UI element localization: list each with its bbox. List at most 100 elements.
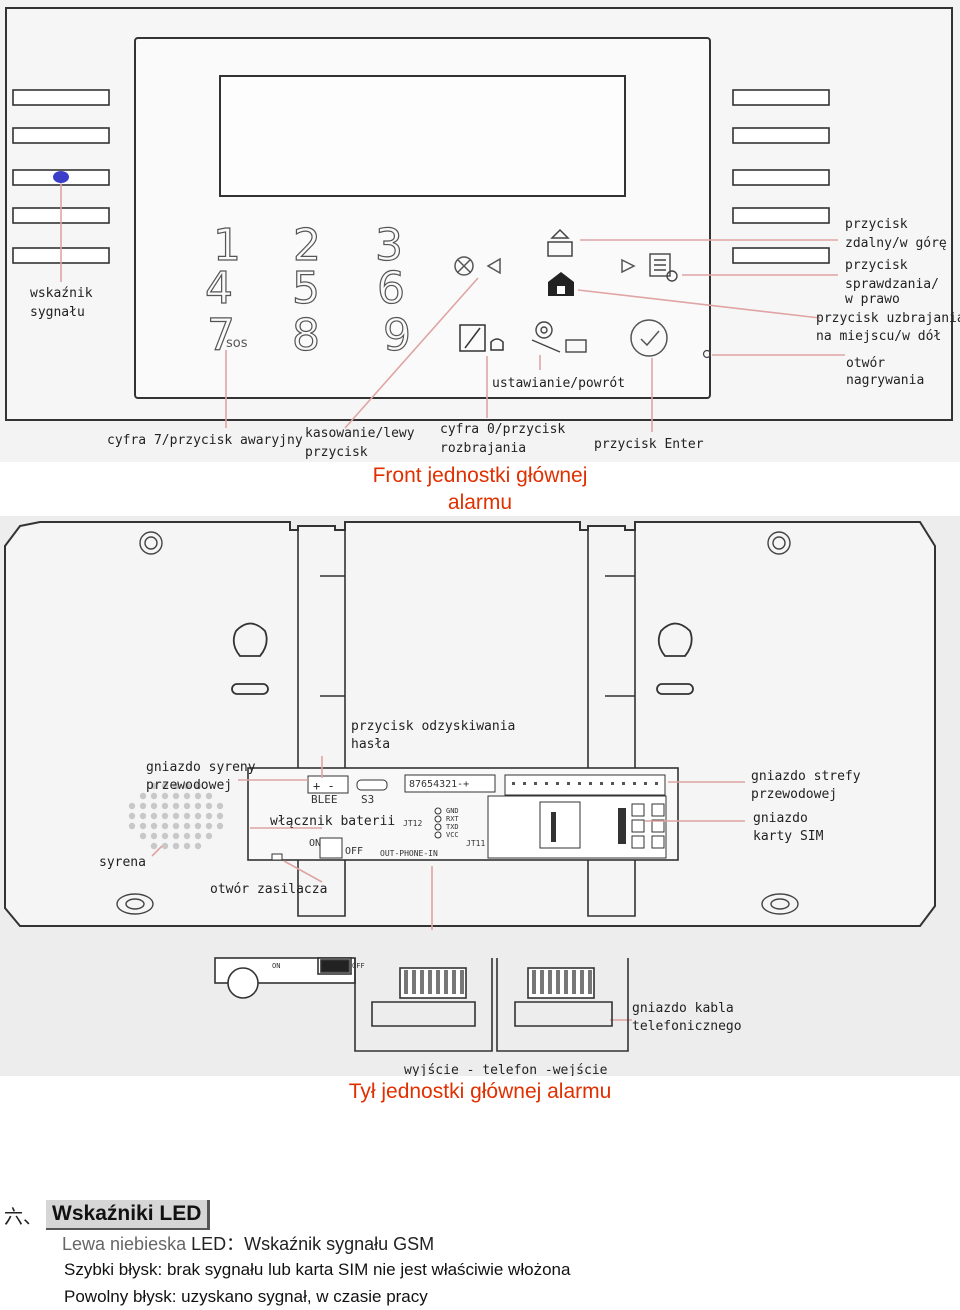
board-code: 87654321-+ [409, 779, 469, 790]
siren-hole [216, 812, 224, 820]
label-phone-cable-1: gniazdo kabla [632, 1001, 734, 1016]
siren-grill [128, 782, 224, 850]
key-9[interactable]: 9 [382, 309, 411, 361]
led-indicators-section: 六、 Wskaźniki LED Lewa niebieska LED：Wska… [4, 1198, 954, 1310]
siren-hole [183, 812, 191, 820]
siren-hole [139, 832, 147, 840]
settings-gear-icon[interactable] [531, 321, 587, 353]
siren-hole [194, 792, 202, 800]
front-panel-svg: 1 2 3 4 5 6 7 8 9 sos [5, 7, 960, 460]
front-caption-line-2: alarmu [447, 491, 513, 514]
label-power-hole: otwór zasilacza [210, 882, 327, 897]
led-description-line: Lewa niebieska LED：Wskaźnik sygnału GSM [62, 1232, 954, 1256]
siren-hole [183, 822, 191, 830]
label-enter-button: przycisk Enter [594, 437, 704, 452]
zone-terminal-block [504, 774, 666, 796]
zone-pin [556, 782, 559, 785]
stay-arm-house-icon[interactable] [548, 272, 574, 296]
key-8[interactable]: 8 [291, 309, 320, 361]
siren-hole [172, 842, 180, 850]
siren-hole [194, 822, 202, 830]
siren-hole [150, 842, 158, 850]
enter-check-icon[interactable] [630, 319, 668, 357]
siren-hole [194, 802, 202, 810]
key-5[interactable]: 5 [291, 262, 320, 314]
zone-pin [512, 782, 515, 785]
section-number: 六、 [4, 1205, 43, 1228]
power-hole [271, 853, 283, 861]
siren-hole [172, 812, 180, 820]
zone-pin [622, 782, 625, 785]
siren-hole [161, 812, 169, 820]
siren-hole [128, 802, 136, 810]
jack-pin [412, 970, 416, 994]
label-record-hole-2: nagrywania [846, 373, 924, 388]
key-4[interactable]: 4 [204, 262, 233, 314]
jack-pin [548, 970, 552, 994]
siren-hole [139, 802, 147, 810]
label-remote-up-1: przycisk [845, 217, 908, 232]
key-6[interactable]: 6 [376, 262, 405, 314]
zone-pin [523, 782, 526, 785]
jack-pin [556, 970, 560, 994]
label-wired-siren-2: przewodowej [146, 778, 232, 793]
right-slots [732, 89, 830, 264]
siren-hole [161, 782, 169, 790]
jack-pin [404, 970, 408, 994]
front-caption-line-1: Front jednostki głównej [372, 464, 588, 487]
siren-hole [150, 812, 158, 820]
siren-hole [161, 832, 169, 840]
siren-hole [150, 802, 158, 810]
siren-hole [150, 832, 158, 840]
label-sim-socket-2: karty SIM [753, 829, 824, 844]
zone-pin [578, 782, 581, 785]
pin-vcc: VCC [446, 831, 459, 839]
jack-pin [580, 970, 584, 994]
fast-blink-text: Szybki błysk: brak sygnału lub karta SIM… [64, 1260, 571, 1279]
siren-hole [194, 842, 202, 850]
pin-txd: TXD [446, 823, 459, 831]
label-siren: syrena [99, 855, 146, 870]
siren-hole [150, 782, 158, 790]
jack-pin [572, 970, 576, 994]
label-stay-arm-down-2: na miejscu/w dół [816, 329, 941, 344]
siren-hole [161, 792, 169, 800]
up-arrow-icon[interactable] [547, 228, 573, 257]
jack-pin [532, 970, 536, 994]
siren-hole [205, 802, 213, 810]
disarm-icon[interactable] [459, 324, 504, 352]
delete-icon[interactable] [454, 256, 501, 276]
label-digit7-sos: cyfra 7/przycisk awaryjny [107, 433, 303, 448]
label-digit0-disarm-2: rozbrajania [440, 441, 526, 456]
zone-pin [644, 782, 647, 785]
label-record-hole-1: otwór [846, 356, 885, 371]
board-out-phone-in: OUT-PHONE-IN [380, 849, 438, 858]
siren-hole [183, 832, 191, 840]
siren-hole [205, 822, 213, 830]
label-check-right-2: sprawdzania/ [845, 277, 939, 292]
siren-hole [128, 812, 136, 820]
siren-hole [194, 832, 202, 840]
key-2[interactable]: 2 [292, 219, 321, 271]
key-3[interactable]: 3 [374, 219, 403, 271]
jack-pin [452, 970, 456, 994]
siren-hole [161, 842, 169, 850]
key-7[interactable]: 7 [206, 309, 235, 361]
key-sos-label: sos [226, 336, 248, 351]
key-1[interactable]: 1 [212, 219, 241, 271]
label-settings-back: ustawianie/powrót [492, 376, 625, 391]
siren-hole [150, 822, 158, 830]
battery-switch[interactable] [319, 837, 343, 859]
password-recovery-button[interactable] [356, 779, 388, 791]
label-wired-zone-1: gniazdo strefy [751, 769, 861, 784]
siren-hole [150, 792, 158, 800]
screw-holes [116, 531, 799, 915]
siren-hole [216, 822, 224, 830]
label-signal-indicator-1: wskaźnik [30, 286, 93, 301]
section-heading: 六、 Wskaźniki LED [4, 1198, 954, 1232]
jack-pin [564, 970, 568, 994]
right-arrow-icon[interactable] [621, 258, 636, 274]
siren-hole [183, 792, 191, 800]
siren-socket [307, 775, 349, 794]
check-list-icon[interactable] [649, 253, 678, 282]
